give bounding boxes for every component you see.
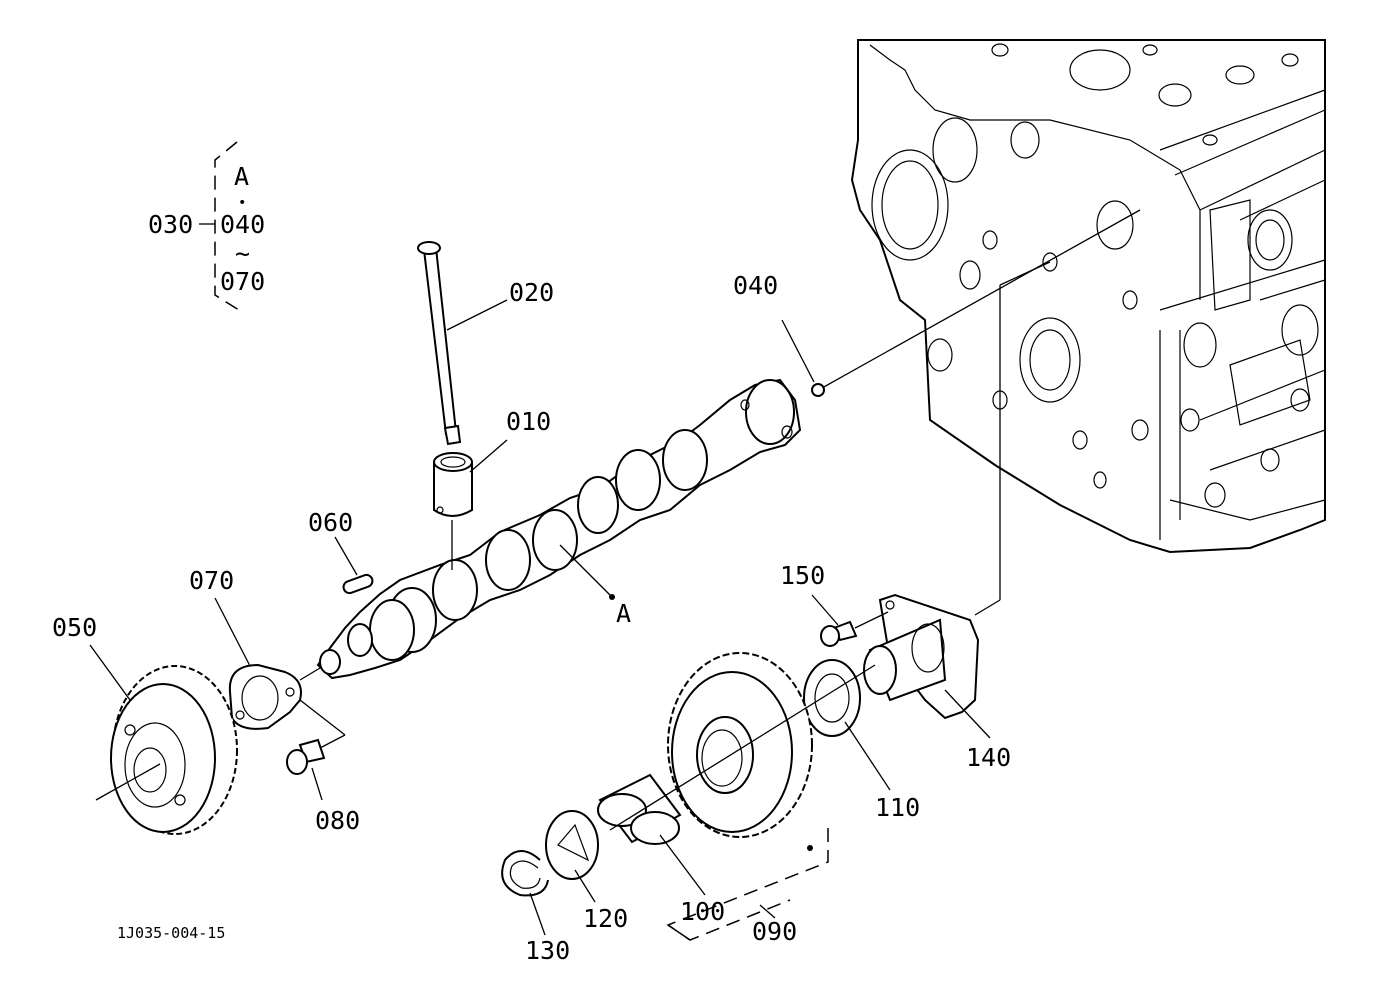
callout-050: 050 [52, 613, 97, 642]
callout-120: 120 [583, 904, 628, 933]
group-line3: 070 [220, 267, 265, 296]
bolt-080 [286, 738, 326, 775]
leader-lines [89, 209, 1141, 941]
idle-shaft-140 [863, 593, 980, 720]
callout-070: 070 [189, 566, 234, 595]
callout-140: 140 [966, 743, 1011, 772]
push-rod-020 [417, 241, 462, 446]
idle-gear-090 [667, 652, 813, 838]
callout-110: 110 [875, 793, 920, 822]
ball-040 [811, 383, 825, 397]
group-parent-label: 030 [148, 210, 193, 239]
bushing-100 [597, 773, 682, 845]
callout-080: 080 [315, 806, 360, 835]
callout-150: 150 [780, 561, 825, 590]
thrust-washer-120 [545, 810, 599, 880]
group-note: 030 A • 040 ~ 070 [148, 141, 265, 313]
callout-010: 010 [506, 407, 551, 436]
callout-labels: 020 040 010 060 070 A 050 150 140 110 08… [52, 271, 1011, 965]
engine-block [850, 39, 1326, 554]
key-060 [342, 573, 374, 595]
snap-ring-130 [501, 850, 549, 897]
callout-020: 020 [509, 278, 554, 307]
bolt-150 [820, 620, 858, 647]
drawing-code: 1J035-004-15 [117, 924, 225, 942]
callout-060: 060 [308, 508, 353, 537]
collar-110 [803, 659, 861, 737]
thrust-plate-070 [228, 663, 302, 730]
group-line1: A [234, 162, 249, 191]
camshaft [316, 378, 802, 680]
callout-040: 040 [733, 271, 778, 300]
callout-130: 130 [525, 936, 570, 965]
group-line2: 040 [220, 210, 265, 239]
group-tilde: ~ [235, 239, 250, 268]
callout-100: 100 [680, 897, 725, 926]
cam-gear-050 [110, 665, 238, 835]
callout-090: 090 [752, 917, 797, 946]
tappet-010 [433, 452, 473, 517]
callout-a: A [616, 599, 631, 628]
group-dot: • [238, 195, 246, 211]
